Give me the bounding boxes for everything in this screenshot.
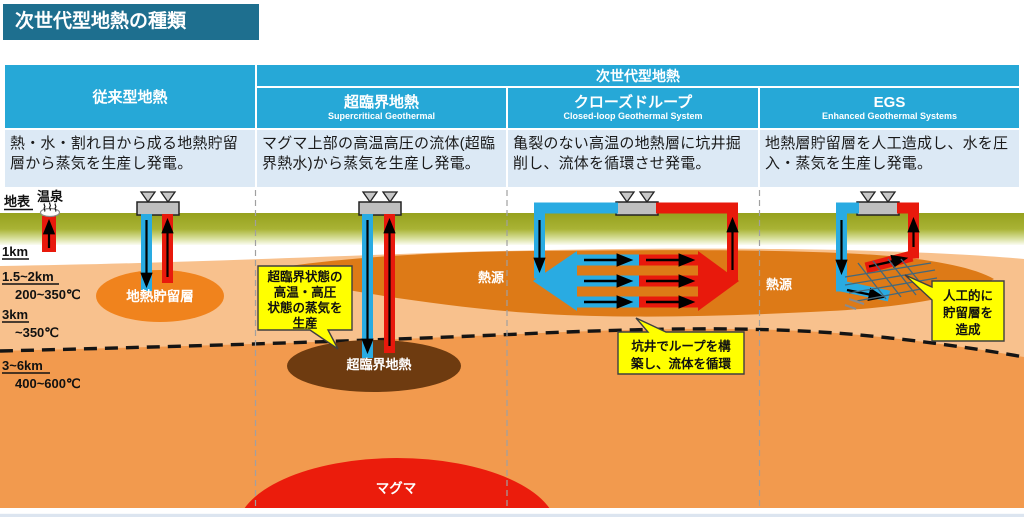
svg-text:超臨界状態の: 超臨界状態の bbox=[266, 269, 342, 284]
svg-text:人工的に: 人工的に bbox=[943, 288, 993, 303]
description-closed-loop: 亀裂のない高温の地熱層に坑井掘削し、流体を循環させ発電。 bbox=[508, 130, 758, 187]
svg-text:坑井でループを構: 坑井でループを構 bbox=[631, 339, 731, 354]
column-header-closed-loop: クローズドループ Closed-loop Geothermal System bbox=[508, 88, 758, 128]
power-plant-icon bbox=[856, 191, 900, 216]
closed-loop-label: クローズドループ bbox=[573, 94, 693, 112]
magma-body bbox=[239, 458, 555, 517]
reservoir-label: 地熱貯留層 bbox=[126, 288, 194, 304]
surface-label: 地表 bbox=[4, 194, 31, 209]
svg-text:高温・高圧: 高温・高圧 bbox=[274, 285, 337, 300]
egs-sublabel: Enhanced Geothermal Systems bbox=[821, 110, 958, 121]
steam-wiggles-icon bbox=[43, 202, 57, 212]
surface-grass-band bbox=[0, 213, 1024, 245]
description-egs: 地熱層貯留層を人工造成し、水を圧入・蒸気を生産し発電。 bbox=[760, 130, 1019, 187]
supercritical-label: 超臨界地熱 bbox=[343, 94, 419, 112]
depth-3-6km-label: 3~6km bbox=[2, 358, 43, 373]
heat-source-label: 熱源 bbox=[766, 277, 792, 292]
callout-closed-loop: 坑井でループを構 築し、流体を循環 bbox=[617, 317, 745, 375]
cold-manifold bbox=[533, 251, 577, 311]
geothermal-reservoir bbox=[96, 270, 224, 322]
power-plant-icon bbox=[136, 191, 180, 216]
svg-text:貯留層を: 貯留層を bbox=[943, 305, 993, 320]
depth-1km-label: 1km bbox=[2, 244, 28, 259]
depth-1-5-2km-label: 1.5~2km bbox=[2, 269, 54, 284]
callout-egs: 人工的に 貯留層を 造成 bbox=[904, 274, 1005, 342]
svg-text:造成: 造成 bbox=[955, 322, 981, 337]
callout-supercritical: 超臨界状態の 高温・高圧 状態の蒸気を 生産 bbox=[257, 265, 353, 350]
page-title: 次世代型地熱の種類 bbox=[3, 4, 259, 40]
column-header-egs: EGS Enhanced Geothermal Systems bbox=[760, 88, 1019, 128]
svg-text:状態の蒸気を: 状態の蒸気を bbox=[267, 300, 342, 315]
column-header-conventional: 従来型地熱 bbox=[5, 65, 255, 128]
supercritical-wells bbox=[361, 214, 396, 358]
column-separators bbox=[254, 190, 761, 508]
supercritical-sublabel: Supercritical Geothermal bbox=[327, 110, 436, 121]
bottom-border-line bbox=[0, 513, 1024, 517]
bottom-margin bbox=[0, 508, 1024, 517]
egs-piping bbox=[835, 202, 938, 310]
power-plant-icon bbox=[358, 191, 402, 216]
hot-spring bbox=[39, 202, 61, 252]
depth-3km-label: 3km bbox=[2, 307, 28, 322]
depth-scale: 地表 温泉 1km 1.5~2km 200~350℃ 3km ~350℃ 3~6… bbox=[2, 189, 81, 391]
column-header-conventional-label: 従来型地熱 bbox=[92, 89, 168, 106]
column-header-supercritical: 超臨界地熱 Supercritical Geothermal bbox=[257, 88, 506, 128]
closed-loop-piping bbox=[533, 202, 739, 311]
description-supercritical: マグマ上部の高温高圧の流体(超臨界熱水)から蒸気を生産し発電。 bbox=[257, 130, 506, 187]
closed-loop-sublabel: Closed-loop Geothermal System bbox=[563, 110, 703, 121]
temp-350-label: ~350℃ bbox=[15, 325, 59, 340]
power-plant-icon bbox=[615, 191, 659, 216]
supercritical-zone bbox=[287, 340, 461, 392]
svg-text:築し、流体を循環: 築し、流体を循環 bbox=[630, 356, 732, 371]
svg-text:生産: 生産 bbox=[292, 316, 317, 331]
hot-manifold bbox=[698, 251, 739, 311]
supercritical-zone-label: 超臨界地熱 bbox=[346, 357, 411, 372]
geothermal-cross-section-diagram: 地表 温泉 1km 1.5~2km 200~350℃ 3km ~350℃ 3~6… bbox=[0, 189, 1024, 517]
column-group-header-next-gen: 次世代型地熱 bbox=[257, 65, 1019, 86]
heat-source-label: 熱源 bbox=[478, 270, 504, 285]
conventional-wells bbox=[140, 214, 174, 291]
next-gen-header-label: 次世代型地熱 bbox=[596, 67, 680, 84]
fracture-grid bbox=[844, 258, 938, 310]
depth-boundary-dashed-line bbox=[0, 327, 1024, 359]
description-conventional: 熱・水・割れ目から成る地熱貯留層から蒸気を生産し発電。 bbox=[5, 130, 255, 187]
temp-400-600-label: 400~600℃ bbox=[15, 376, 81, 391]
temp-200-350-label: 200~350℃ bbox=[15, 287, 81, 302]
magma-label: マグマ bbox=[376, 480, 417, 496]
loop-flow-arrows bbox=[584, 253, 696, 309]
egs-label: EGS bbox=[873, 94, 906, 112]
hot-spring-label: 温泉 bbox=[37, 189, 64, 204]
